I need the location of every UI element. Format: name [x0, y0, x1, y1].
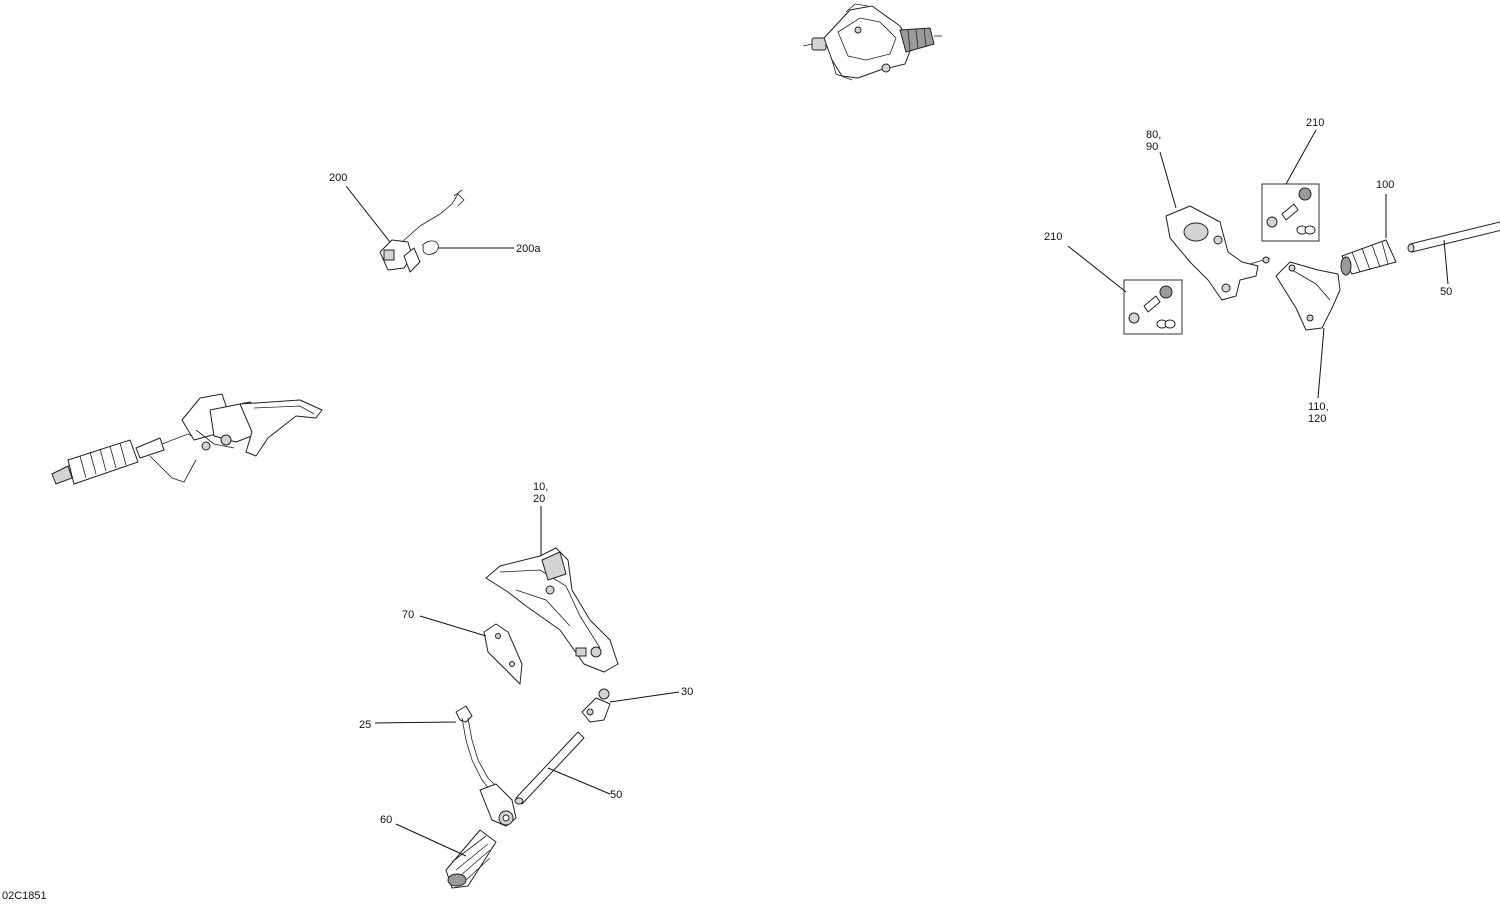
ball-joint-30	[581, 688, 611, 723]
boot-60	[445, 829, 497, 889]
callout-80: 80,	[1146, 129, 1161, 141]
callout-10: 10,	[533, 481, 548, 493]
bracket-10-20	[485, 547, 619, 673]
callout-labels: 200 200a 10, 20 70 30 25 50 60 80, 90 21…	[329, 117, 1452, 826]
rod-50-lower	[514, 731, 585, 805]
callout-60: 60	[380, 814, 392, 826]
switch-assembly	[379, 189, 465, 273]
callout-30: 30	[681, 686, 693, 698]
lever-25	[455, 705, 517, 827]
callout-200: 200	[329, 172, 347, 184]
top-mount-assembly	[802, 3, 942, 81]
document-code: 02C1851	[2, 890, 47, 902]
boot-100	[1340, 239, 1397, 276]
callout-20: 20	[533, 493, 545, 505]
hardware-kit-box-upper	[1261, 183, 1320, 242]
callout-90: 90	[1146, 141, 1158, 153]
callout-200a: 200a	[516, 243, 541, 255]
shifter-cable-assembly	[51, 393, 323, 485]
callout-100: 100	[1376, 179, 1394, 191]
callout-210-right: 210	[1306, 117, 1324, 129]
leader-lines	[345, 129, 1449, 857]
callout-25: 25	[359, 719, 371, 731]
plate-70	[483, 623, 523, 685]
callout-50-lower: 50	[610, 789, 622, 801]
bracket-80-90	[1165, 205, 1271, 301]
callout-70: 70	[402, 609, 414, 621]
rod-50-upper	[1407, 221, 1500, 253]
hardware-kit-box-lower	[1123, 279, 1183, 335]
callout-120: 120	[1308, 413, 1326, 425]
callout-210-left: 210	[1044, 231, 1062, 243]
callout-110: 110,	[1308, 401, 1329, 413]
callout-50-upper: 50	[1440, 286, 1452, 298]
bracket-110-120	[1275, 261, 1341, 331]
